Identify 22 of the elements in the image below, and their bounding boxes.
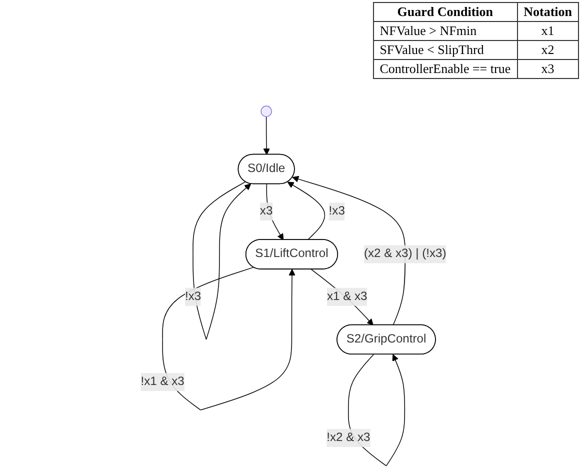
edge-label: !x3: [328, 204, 345, 218]
table-cell: x1: [517, 22, 578, 40]
table-header: Notation: [517, 2, 578, 22]
edge-label: !x2 & x3: [326, 431, 370, 444]
arrow: [266, 184, 284, 240]
node-circle: [260, 106, 272, 117]
table-cell: x2: [517, 40, 578, 60]
edge-label: x1 & x3: [327, 290, 368, 303]
table-cell: SFValue < SlipThrd: [373, 40, 518, 60]
edge-label: x3: [260, 204, 273, 218]
arrow: [263, 116, 270, 155]
arrow: [310, 268, 374, 326]
table-cell: x3: [517, 60, 578, 78]
arrow: [192, 181, 252, 340]
arrow: [292, 176, 406, 326]
table-header: Guard Condition: [373, 2, 518, 22]
table-cell: ControllerEnable == true: [373, 60, 518, 78]
edge-label: !x1 & x3: [140, 375, 184, 388]
edge-label: (x2 & x3) | (!x3): [364, 247, 446, 260]
arrow: [287, 182, 326, 240]
edge-label: !x3: [184, 290, 202, 303]
table-cell: NFValue > NFmin: [373, 22, 518, 40]
